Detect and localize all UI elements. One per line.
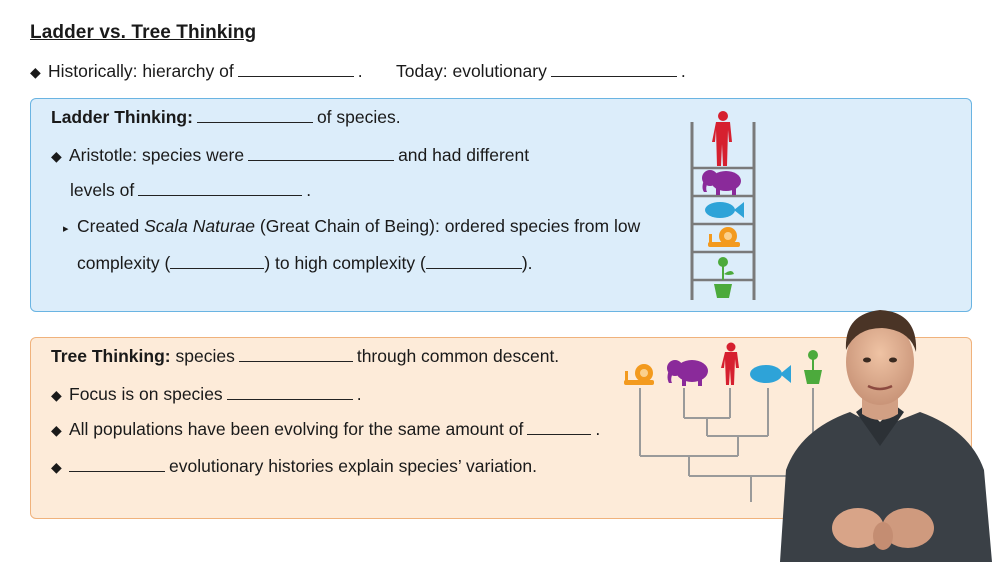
ladder-sub-text-3: complexity ( bbox=[77, 253, 171, 273]
blank-line bbox=[248, 146, 395, 161]
blank-line bbox=[226, 385, 353, 400]
page-title: Ladder vs. Tree Thinking bbox=[30, 22, 257, 43]
blank-line bbox=[550, 62, 677, 77]
bullet-icon: ◆ bbox=[51, 422, 62, 438]
ladder-sub-bullet-cont: complexity ( ) to high complexity (). bbox=[77, 253, 533, 274]
fish-icon bbox=[750, 365, 791, 383]
plant-icon bbox=[804, 350, 822, 384]
ladder-b1-text-2: and had different bbox=[398, 145, 530, 165]
intro-text-1: Historically: hierarchy of bbox=[48, 61, 234, 81]
tree-heading-b: through common descent. bbox=[356, 346, 560, 366]
blank-line bbox=[527, 420, 592, 435]
intro-text-2: . bbox=[357, 61, 363, 81]
bullet-icon: ◆ bbox=[51, 148, 62, 164]
ladder-b1-text-4: . bbox=[306, 180, 312, 200]
tree-bullet-2: ◆ All populations have been evolving for … bbox=[51, 419, 600, 440]
blank-line bbox=[237, 62, 354, 77]
ladder-b1-text-1: Aristotle: species were bbox=[69, 145, 245, 165]
bullet-icon: ◆ bbox=[30, 64, 41, 80]
blank-line bbox=[138, 181, 303, 196]
plant-icon bbox=[714, 257, 734, 298]
ladder-illustration bbox=[690, 111, 756, 300]
snail-icon bbox=[708, 227, 740, 247]
ladder-sub-text-5: ). bbox=[521, 253, 533, 273]
tree-heading-line: Tree Thinking: species through common des… bbox=[51, 346, 559, 367]
elephant-icon bbox=[702, 170, 741, 195]
ladder-heading-line: Ladder Thinking: of species. bbox=[51, 107, 401, 128]
scala-naturae-text: Scala Naturae bbox=[144, 216, 256, 236]
ladder-sub-text-1: Created bbox=[77, 216, 145, 236]
blank-line bbox=[69, 457, 165, 472]
ladder-heading-rest: of species. bbox=[316, 107, 401, 127]
tree-b2-text: All populations have been evolving for t… bbox=[69, 419, 524, 439]
blank-line bbox=[170, 254, 265, 269]
tree-b3-text: evolutionary histories explain species’ … bbox=[169, 456, 538, 476]
ladder-sub-bullet: ▸ Created Scala Naturae (Great Chain of B… bbox=[63, 216, 640, 237]
tree-b1-end: . bbox=[356, 384, 362, 404]
bullet-icon: ◆ bbox=[51, 387, 62, 403]
elephant-icon bbox=[667, 360, 708, 386]
ladder-heading: Ladder Thinking: bbox=[51, 107, 193, 127]
sub-bullet-icon: ▸ bbox=[63, 223, 69, 235]
human-icon bbox=[721, 342, 739, 385]
ladder-b1-text-3: levels of bbox=[70, 180, 135, 200]
presenter-video bbox=[780, 310, 992, 562]
phylogenetic-tree-illustration bbox=[624, 342, 822, 502]
tree-bullet-3: ◆ evolutionary histories explain species’… bbox=[51, 456, 537, 477]
intro-text-4: . bbox=[680, 61, 686, 81]
ladder-bullet-1-cont: levels of. bbox=[70, 180, 311, 201]
ladder-sub-text-4: ) to high complexity ( bbox=[264, 253, 426, 273]
fish-icon bbox=[705, 202, 744, 218]
ladder-bullet-1: ◆ Aristotle: species were and had differen… bbox=[51, 145, 529, 166]
tree-b1-text: Focus is on species bbox=[69, 384, 223, 404]
bullet-icon: ◆ bbox=[51, 459, 62, 475]
tree-bullet-1: ◆ Focus is on species. bbox=[51, 384, 362, 405]
intro-line: ◆ Historically: hierarchy of. Today: evol… bbox=[30, 61, 686, 82]
blank-line bbox=[196, 108, 313, 123]
blank-line bbox=[238, 347, 353, 362]
snail-icon bbox=[624, 364, 654, 385]
blank-line bbox=[425, 254, 522, 269]
human-icon bbox=[712, 111, 732, 166]
tree-heading-a: species bbox=[175, 346, 235, 366]
tree-heading: Tree Thinking: bbox=[51, 346, 171, 366]
ladder-sub-text-2: (Great Chain of Being): ordered species … bbox=[255, 216, 641, 236]
ladder-panel bbox=[30, 98, 972, 312]
tree-b2-end: . bbox=[595, 419, 601, 439]
intro-text-3: Today: evolutionary bbox=[396, 61, 547, 81]
